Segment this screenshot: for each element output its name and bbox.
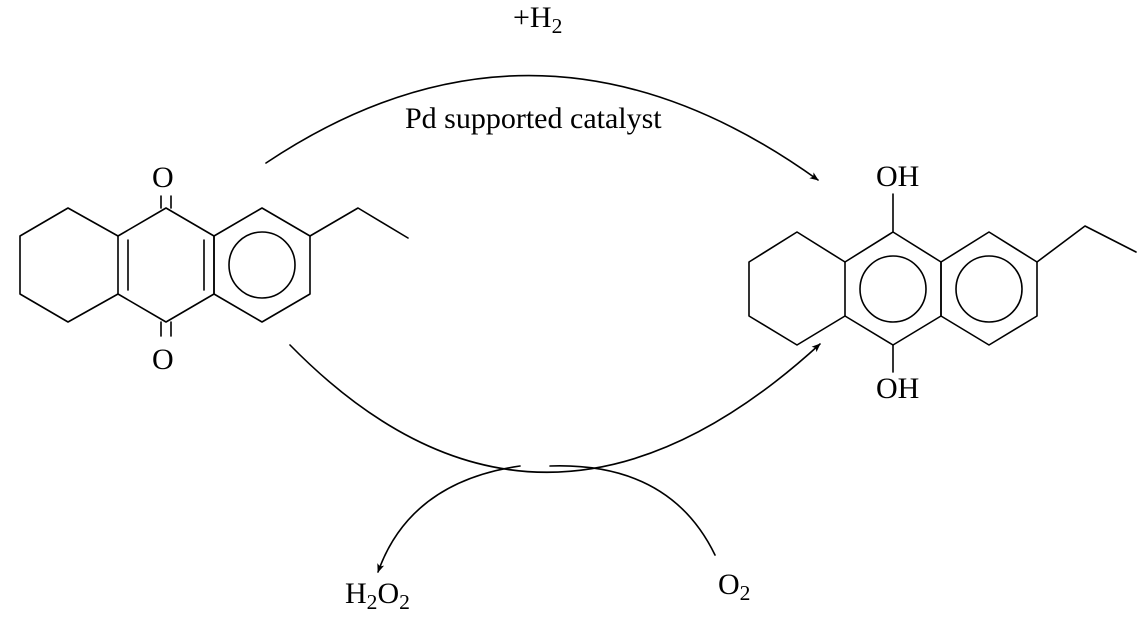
benzene-ring	[940, 231, 1038, 346]
hydroquinone-structure	[748, 193, 1137, 373]
catalyst-label: Pd supported catalyst	[405, 102, 662, 135]
o2-uptake-arc	[549, 465, 716, 556]
benzene-ring	[213, 207, 311, 323]
hydrogenation-arrow	[265, 74, 819, 181]
hydroxyl-bottom-label: OH	[876, 372, 920, 405]
quinone-ring	[117, 207, 215, 323]
h2o2-label: H2O2	[345, 577, 410, 615]
ethyl-group	[309, 207, 409, 239]
oxidation-arc	[289, 343, 821, 474]
ethyl-group	[1036, 225, 1137, 263]
cyclohexane-ring	[19, 207, 119, 323]
h2o2-release-arrow	[377, 465, 521, 573]
quinone-oxygen-bottom: O	[152, 343, 174, 376]
reagent-h2-label: +H2	[513, 1, 563, 39]
aromatic-circle-right	[955, 255, 1023, 323]
hydroxyl-top-label: OH	[876, 160, 920, 193]
aromatic-circle	[228, 231, 296, 299]
o2-label: O2	[718, 568, 751, 606]
cyclohexane-ring	[748, 231, 846, 346]
aromatic-circle-center	[859, 255, 927, 323]
quinone-structure	[19, 195, 409, 337]
quinone-oxygen-top: O	[152, 161, 174, 194]
